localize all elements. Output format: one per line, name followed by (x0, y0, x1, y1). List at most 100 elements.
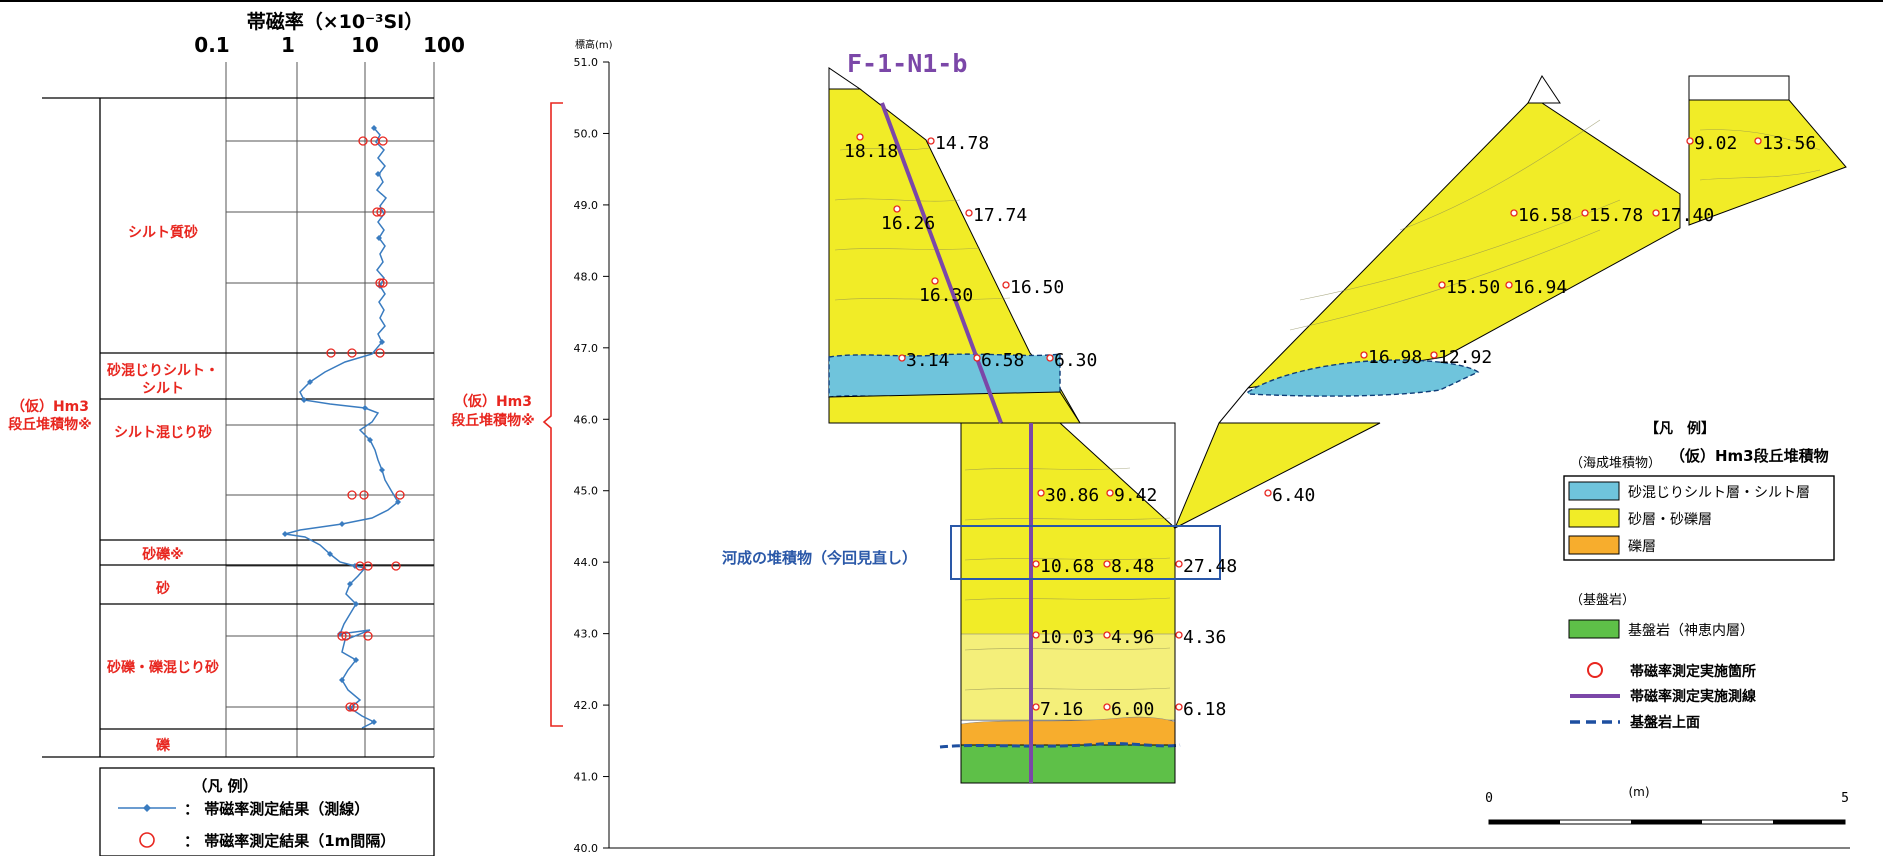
measurement-point (1652, 209, 1660, 217)
legend-bedrock-top: 基盤岩上面 (1630, 714, 1700, 731)
measurement-point (1103, 560, 1111, 568)
layer-label: 砂 (155, 580, 170, 597)
measurement-value: 6.40 (1272, 485, 1315, 506)
unit-silt (1247, 359, 1480, 397)
measurement-point (931, 277, 939, 285)
measurement-value: 30.86 (1045, 485, 1099, 506)
log-tick: 0.1 (194, 33, 229, 57)
measurement-value: 4.36 (1183, 627, 1226, 648)
legend-formation-name: （仮）Hm3段丘堆積物 (1670, 447, 1829, 465)
scale-end: 5 (1841, 791, 1849, 806)
measurement-value: 16.58 (1518, 205, 1572, 226)
measurement-point (1175, 631, 1183, 639)
log-legend-line-item: ： 帯磁率測定結果（測線） (184, 800, 369, 818)
legend-marine-group: （海成堆積物） (1570, 456, 1661, 471)
log-legend: （凡 例） ： 帯磁率測定結果（測線） ： 帯磁率測定結果（1m間隔） (99, 767, 435, 856)
measurement-point (1505, 281, 1513, 289)
measurement-point (1002, 281, 1010, 289)
measurement-value: 17.74 (973, 205, 1027, 226)
measurement-value: 8.48 (1111, 556, 1154, 577)
log-tick: 10 (351, 33, 379, 57)
measurement-point (1360, 351, 1368, 359)
measurement-point (856, 133, 864, 141)
measurement-point (1106, 489, 1114, 497)
measurement-value: 17.40 (1660, 205, 1714, 226)
layer-label: シルト混じり砂 (114, 424, 212, 441)
log-formation-label: （仮）Hm3 段丘堆積物※ (8, 398, 92, 433)
legend-title: 【凡 例】 (1645, 420, 1715, 437)
scale-bar: 0 (m) 5 (1485, 785, 1849, 825)
svg-text:（仮）Hm3: （仮）Hm3 (11, 398, 89, 415)
svg-text:（仮）Hm3: （仮）Hm3 (454, 393, 532, 410)
layer-label: シルト (142, 381, 184, 397)
measurement-point (1264, 489, 1272, 497)
formation-bracket: （仮）Hm3 段丘堆積物※ (451, 102, 563, 727)
measurement-value: 4.96 (1111, 627, 1154, 648)
scale-unit: (m) (1628, 785, 1649, 799)
legend-sand-layer: 砂層・砂礫層 (1628, 512, 1712, 528)
elevation-tick-label: 51.0 (574, 56, 599, 69)
layer-label: 砂混じりシルト・ (106, 362, 219, 379)
measurement-value: 13.56 (1762, 133, 1816, 154)
unit-cap (1688, 75, 1790, 101)
log-tick: 1 (281, 33, 295, 57)
legend-silt-layer: 砂混じりシルト層・シルト層 (1628, 485, 1810, 501)
sediment-texture (834, 119, 1821, 691)
fluvial-deposit-box (950, 525, 1221, 580)
elevation-tick-label: 43.0 (574, 628, 599, 641)
svg-text:段丘堆積物※: 段丘堆積物※ (451, 412, 535, 429)
measurement-point (1037, 489, 1045, 497)
legend-bedrock-group: （基盤岩） (1570, 593, 1635, 608)
measurement-value: 16.50 (1010, 277, 1064, 298)
legend-measure-point: 帯磁率測定実施箇所 (1630, 663, 1756, 680)
measurement-point (1175, 560, 1183, 568)
elevation-tick-label: 41.0 (574, 771, 599, 784)
unit-sand (1174, 422, 1381, 530)
measurement-value: 6.18 (1183, 699, 1226, 720)
measurement-value: 27.48 (1183, 556, 1237, 577)
measurement-line (880, 102, 1003, 424)
measurement-point (1175, 703, 1183, 711)
log-layer-boundaries (42, 97, 434, 758)
measurement-value: 16.26 (881, 213, 935, 234)
log-legend-circle-item: ： 帯磁率測定結果（1m間隔） (184, 832, 395, 850)
layer-label: 礫 (156, 737, 171, 754)
measurement-value: 15.50 (1446, 277, 1500, 298)
measurement-value: 9.42 (1114, 485, 1157, 506)
measurement-value: 10.03 (1040, 627, 1094, 648)
log-layer-labels: シルト質砂 砂混じりシルト・ シルト シルト混じり砂 砂礫※ 砂 砂礫・礫混じり… (106, 224, 219, 754)
log-legend-title: （凡 例） (192, 777, 257, 795)
measurement-point (898, 354, 906, 362)
measurement-point (1438, 281, 1446, 289)
measurement-point (1581, 209, 1589, 217)
measurement-value: 18.18 (844, 141, 898, 162)
geologic-section-panel: 標高(m) 51.050.049.048.047.046.045.044.043… (451, 38, 1850, 855)
susceptibility-log-line (284, 127, 399, 729)
elevation-tick-label: 44.0 (574, 556, 599, 569)
measurement-value: 9.02 (1694, 133, 1737, 154)
section-name: F-1-N1-b (847, 49, 967, 78)
legend-gravel-layer: 礫層 (1628, 539, 1656, 555)
layer-label: シルト質砂 (128, 224, 198, 241)
measurement-value: 10.68 (1040, 556, 1094, 577)
elevation-tick-label: 49.0 (574, 199, 599, 212)
elevation-axis-title: 標高(m) (575, 38, 613, 51)
measurement-point (973, 354, 981, 362)
log-grid (225, 62, 435, 757)
measurement-point (1032, 703, 1040, 711)
measurement-value: 6.58 (981, 350, 1024, 371)
measurement-value: 16.94 (1513, 277, 1567, 298)
measurement-point (1103, 631, 1111, 639)
measurement-value: 14.78 (935, 133, 989, 154)
elevation-tick-label: 46.0 (574, 413, 599, 426)
log-1m-interval-circles (326, 136, 405, 712)
log-axis-ticks: 0.1 1 10 100 (194, 33, 465, 57)
log-tick: 100 (423, 33, 465, 57)
susceptibility-log-panel: 帯磁率（×10⁻³SI） 0.1 1 10 100 (8, 10, 465, 856)
measurement-value: 12.92 (1438, 347, 1492, 368)
section-legend: 【凡 例】 （海成堆積物） （仮）Hm3段丘堆積物 砂混じりシルト層・シルト層 … (1563, 420, 1835, 731)
svg-text:段丘堆積物※: 段丘堆積物※ (8, 416, 92, 433)
measurement-value: 16.30 (919, 285, 973, 306)
measurement-point (965, 209, 973, 217)
